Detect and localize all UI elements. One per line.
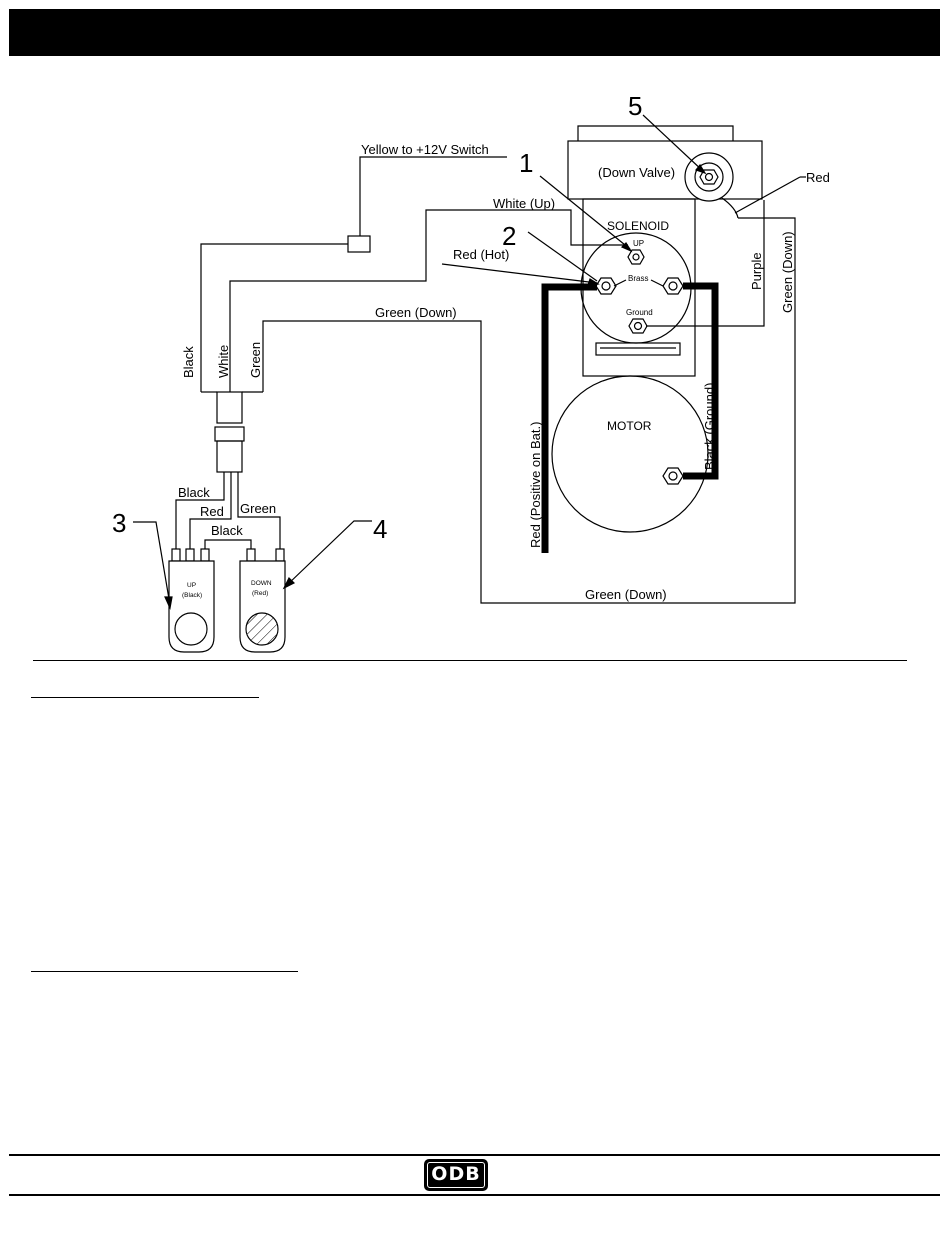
connector-plug-upper	[217, 392, 242, 423]
connector-plug-collar	[215, 427, 244, 441]
label-down-switch: DOWN	[251, 580, 272, 587]
label-yellow-switch: Yellow to +12V Switch	[361, 142, 489, 157]
label-up-switch-color: (Black)	[182, 592, 202, 599]
up-pin-2	[186, 549, 194, 561]
terminal-ground-nut	[629, 319, 647, 333]
label-terminal-up: UP	[633, 239, 644, 248]
section-heading-underline-2	[31, 971, 298, 972]
logo-text: ODB	[424, 1163, 488, 1185]
label-red-hot: Red (Hot)	[453, 247, 509, 262]
section-heading-underline-1	[31, 697, 259, 698]
callout-4: 4	[373, 514, 387, 544]
wire-white-up	[230, 210, 628, 392]
down-switch-button[interactable]	[246, 613, 278, 645]
label-white-up: White (Up)	[493, 196, 555, 211]
label-black-bridge: Black	[211, 523, 243, 538]
callout-1-leader	[540, 176, 630, 249]
down-pin-2	[276, 549, 284, 561]
label-white-vertical: White	[216, 345, 231, 378]
label-black-vertical: Black	[181, 346, 196, 378]
callout-3: 3	[112, 508, 126, 538]
wire-red-valve	[722, 198, 738, 218]
diagram-divider	[33, 660, 907, 661]
label-solenoid: SOLENOID	[607, 219, 669, 233]
label-green-down-bottom: Green (Down)	[585, 587, 667, 602]
footer-top-rule	[9, 1154, 940, 1156]
label-up-switch: UP	[187, 582, 196, 589]
callout-3-leader	[133, 522, 170, 605]
terminal-brass-nut	[663, 278, 683, 294]
label-green-down-right: Green (Down)	[780, 231, 795, 313]
yellow-junction-box	[348, 236, 370, 252]
red-label-leader	[735, 177, 800, 213]
label-down-switch-color: (Red)	[252, 590, 268, 597]
odb-logo: ODB	[424, 1159, 488, 1191]
connector-plug-lower	[217, 441, 242, 472]
callout-5-leader	[643, 115, 704, 172]
label-green-lower: Green	[240, 501, 276, 516]
down-pin-1	[247, 549, 255, 561]
up-switch-body[interactable]	[169, 561, 214, 652]
label-red-lower: Red	[200, 504, 224, 519]
terminal-up-nut	[628, 250, 644, 264]
up-pin-1	[172, 549, 180, 561]
label-red-valve: Red	[806, 170, 830, 185]
label-terminal-brass: Brass	[628, 274, 648, 283]
cable-red-positive	[545, 287, 597, 553]
motor-terminal-nut	[663, 468, 683, 484]
label-red-positive: Red (Positive on Bat.)	[528, 422, 543, 548]
terminal-hot-nut	[596, 278, 616, 294]
callout-5: 5	[628, 91, 642, 121]
wire-yellow	[360, 157, 507, 236]
label-terminal-ground: Ground	[626, 308, 653, 317]
callout-1: 1	[519, 148, 533, 178]
solenoid-bracket	[596, 343, 680, 355]
callout-4-leader	[286, 521, 372, 586]
down-valve-top	[578, 126, 733, 141]
label-down-valve: (Down Valve)	[598, 165, 675, 180]
label-black-ground: Black (Ground)	[702, 383, 717, 470]
callout-2-leader	[528, 232, 597, 281]
up-pin-3	[201, 549, 209, 561]
label-motor: MOTOR	[607, 419, 652, 433]
label-purple: Purple	[749, 252, 764, 290]
label-black-lower: Black	[178, 485, 210, 500]
wire-black-bridge	[205, 540, 251, 549]
label-green-down-top: Green (Down)	[375, 305, 457, 320]
footer-bottom-rule	[9, 1194, 940, 1196]
motor-body	[552, 376, 708, 532]
label-green-vertical: Green	[248, 342, 263, 378]
red-hot-leader	[442, 264, 597, 283]
